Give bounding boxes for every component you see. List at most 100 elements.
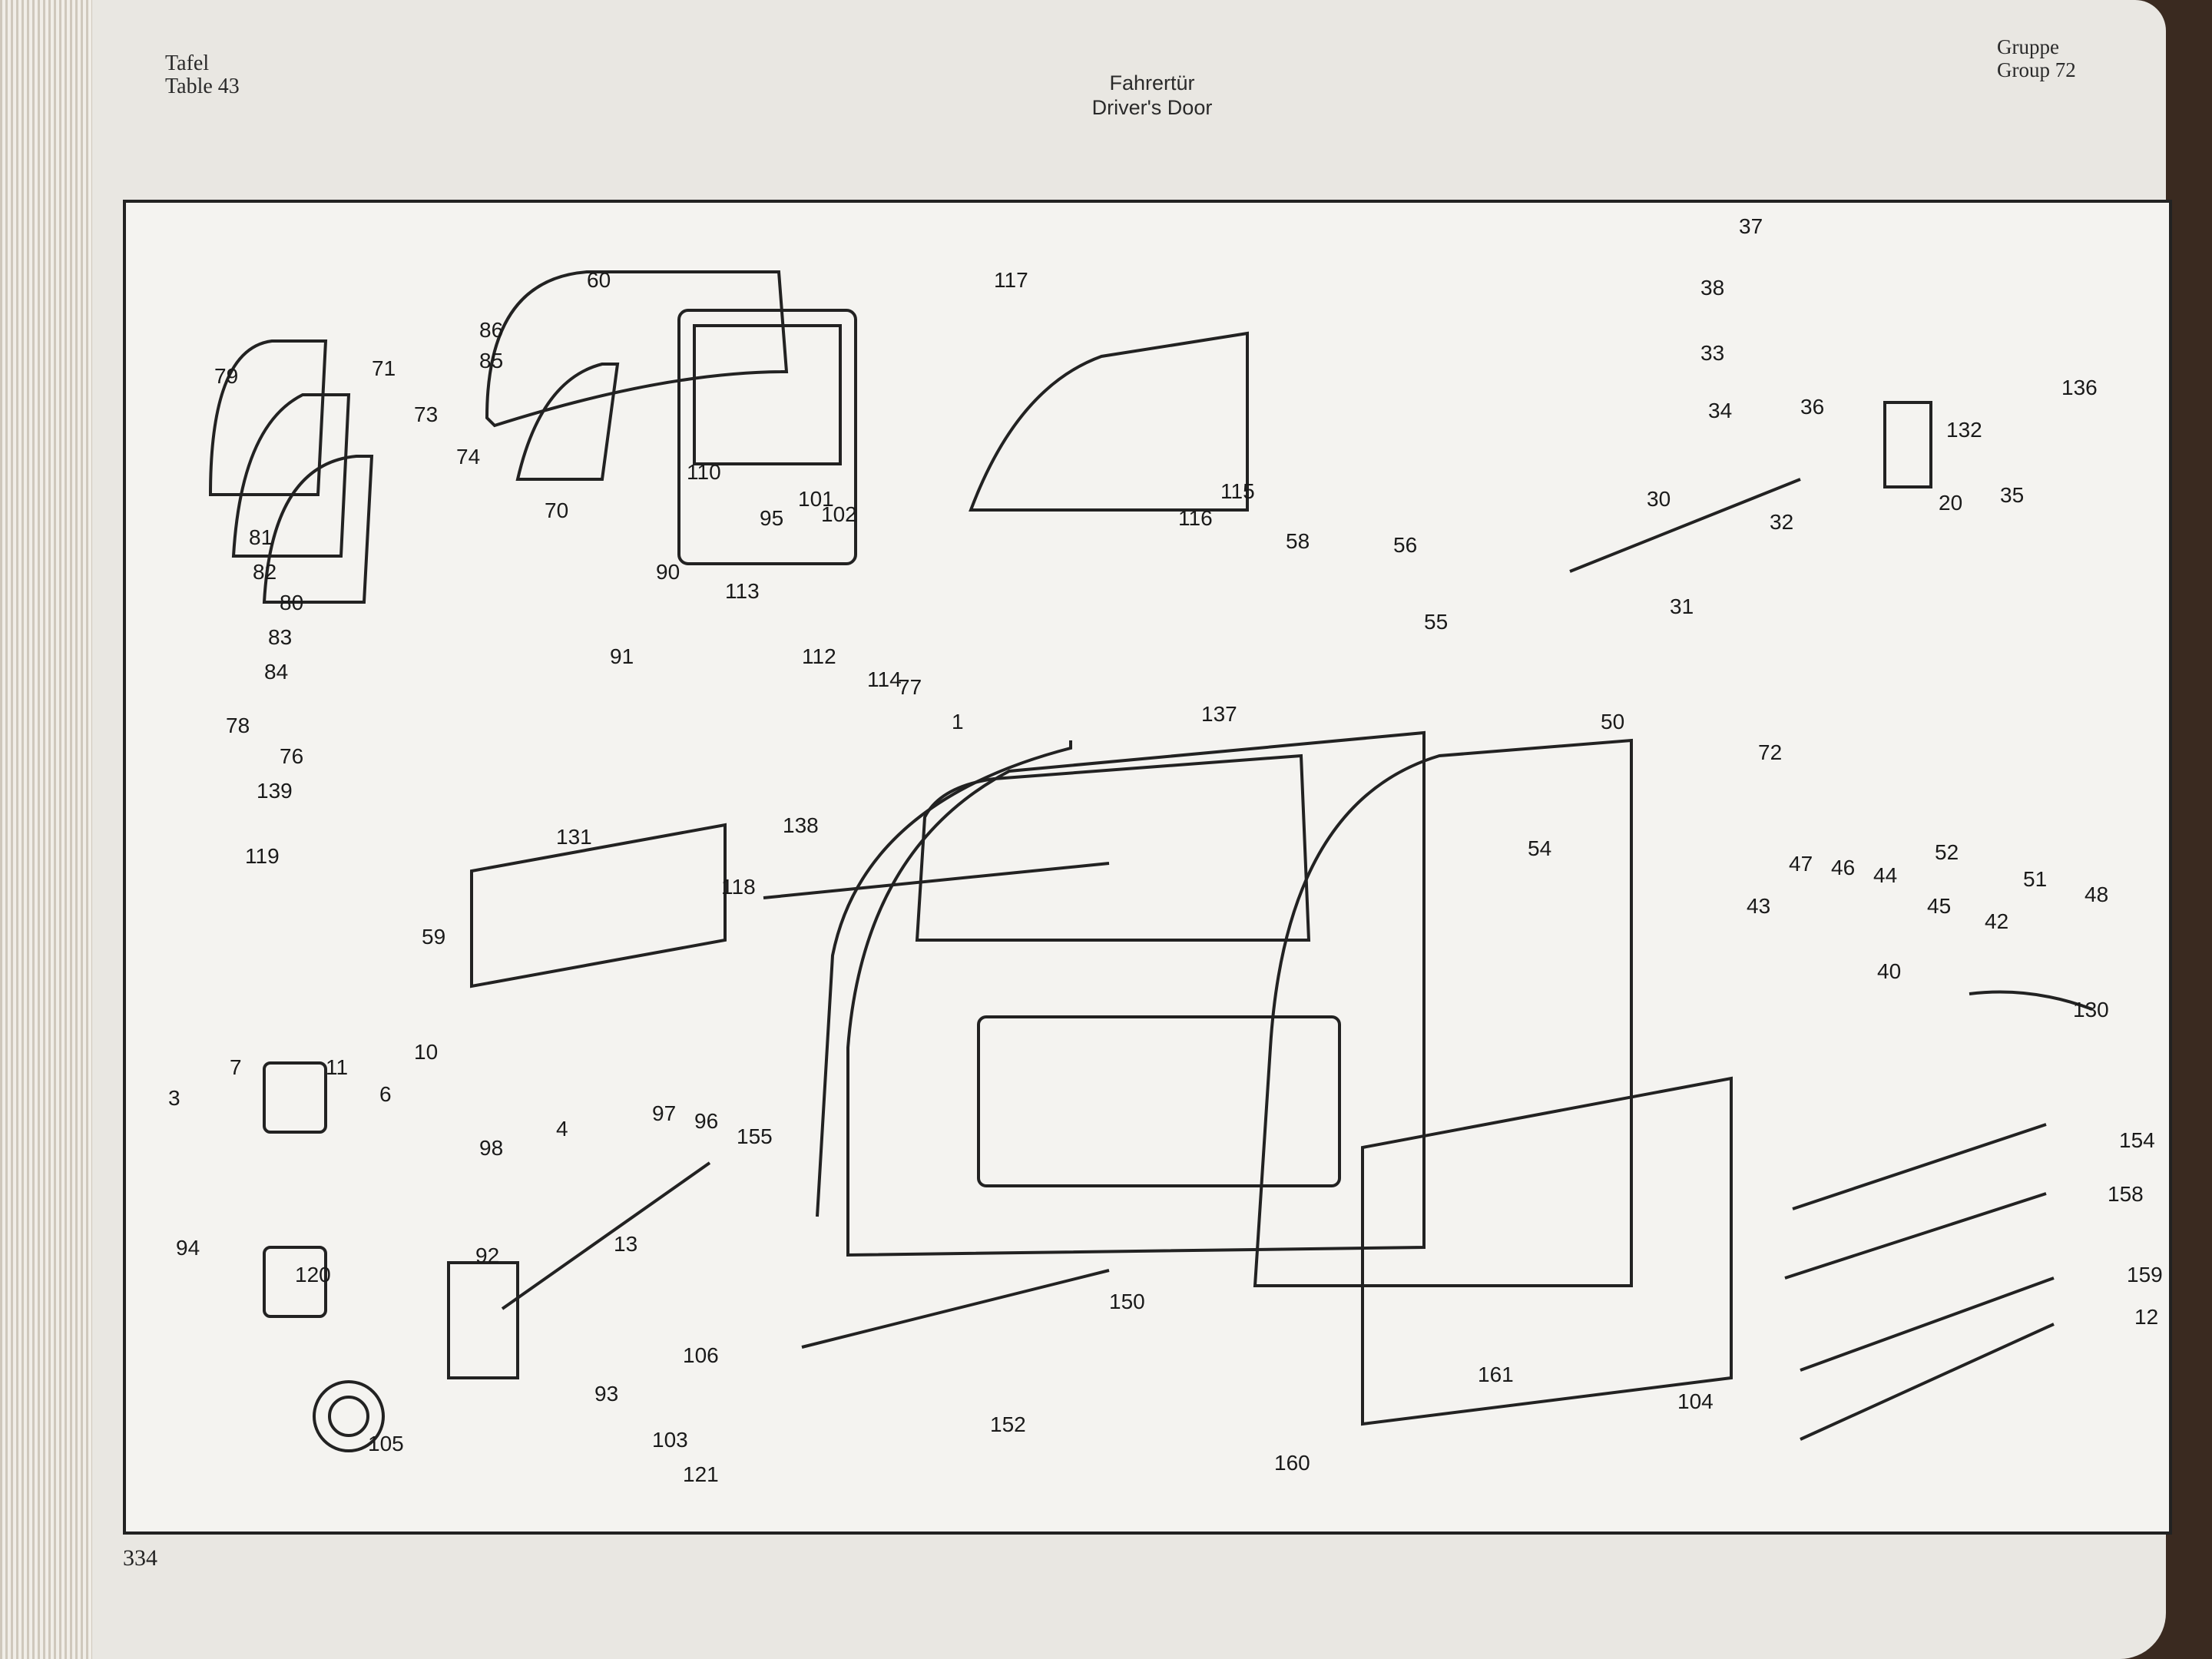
part-label: 79 [214,364,238,388]
part-label: 60 [587,268,611,292]
part-label: 121 [683,1462,719,1486]
part-label: 116 [1178,506,1213,530]
callout-labels: 37 38 33 34 36 136 132 20 35 117 60 86 8… [168,214,2163,1486]
tafel-label: Tafel [165,51,210,75]
part-label: 138 [783,813,819,837]
rail-130 [763,862,1110,899]
part-label: 80 [280,591,303,614]
page-number: 334 [123,1545,157,1571]
door-trim-panel-150 [1361,1076,1733,1426]
part-label: 158 [2108,1182,2144,1206]
part-label: 137 [1201,702,1237,726]
window-seal-60 [485,270,789,428]
title-english: Driver's Door [1091,96,1213,119]
part-label: 44 [1873,863,1897,887]
part-label: 160 [1274,1451,1310,1475]
trim-strip-155 [1792,1123,2047,1210]
part-label: 10 [414,1040,438,1064]
sound-insulation-118 [470,823,727,988]
part-label: 154 [2119,1128,2155,1152]
part-label: 119 [245,844,280,868]
door-seal-139 [816,740,1072,1217]
part-label: 50 [1601,710,1624,733]
table-label: Table [165,75,213,98]
trim-strip-158 [1800,1277,2055,1372]
part-label: 104 [1677,1389,1714,1413]
part-label: 85 [479,349,503,373]
part-label: 152 [990,1412,1026,1436]
part-label: 76 [280,744,303,768]
part-label: 117 [994,268,1028,292]
part-label: 3 [168,1086,180,1110]
part-label: 1 [952,710,964,733]
part-label: 90 [656,560,680,584]
vent-frame-70 [515,363,620,481]
part-label: 97 [652,1101,676,1125]
part-label: 55 [1424,610,1448,634]
part-label: 33 [1700,341,1724,365]
window-pane [693,324,842,465]
part-label: 102 [821,502,857,526]
rail-120 [801,1269,1110,1349]
exploded-parts-diagram: 37 38 33 34 36 136 132 20 35 117 60 86 8… [168,214,2163,1486]
part-label: 105 [368,1432,404,1455]
part-label: 83 [268,625,292,649]
trim-strip-159 [1800,1323,2055,1441]
part-label: 159 [2127,1263,2163,1286]
part-label: 54 [1528,836,1551,860]
page-stack-edge [0,0,92,1659]
part-label: 161 [1478,1363,1514,1386]
part-label: 98 [479,1136,503,1160]
part-label: 43 [1747,894,1770,918]
part-label: 73 [414,402,438,426]
vent-window-frame-71 [208,339,328,496]
part-label: 35 [2000,483,2024,507]
door-lock-7 [263,1061,327,1134]
part-label: 30 [1647,487,1671,511]
part-label: 103 [652,1428,688,1452]
linkage-rod-30 [1569,478,1801,573]
part-label: 4 [556,1117,568,1141]
part-label: 106 [683,1343,719,1367]
part-label: 36 [1800,395,1824,419]
part-label: 91 [610,644,634,668]
group-caption: Gruppe Group 72 [1997,35,2076,81]
part-label: 37 [1739,214,1763,238]
outer-handle-40 [1969,990,2093,1011]
part-label: 115 [1220,479,1255,503]
vent-glass-74 [262,455,374,604]
part-label: 130 [2073,998,2109,1022]
part-label: 51 [2023,867,2047,891]
gruppe-label: Gruppe [1997,35,2059,58]
door-lock-13 [263,1246,327,1318]
part-label: 58 [1286,529,1310,553]
part-label: 118 [721,875,756,899]
part-label: 47 [1789,852,1813,876]
part-label: 139 [257,779,293,803]
group-number: 72 [2055,58,2076,81]
part-label: 32 [1770,510,1793,534]
door-inner-opening [977,1015,1341,1187]
quarter-glass-115 [969,331,1249,512]
page-title: Fahrertür Driver's Door [968,71,1336,120]
part-label: 93 [594,1382,618,1406]
part-label: 131 [556,825,592,849]
part-label: 84 [264,660,288,684]
part-label: 46 [1831,856,1855,879]
diagram-frame: 37 38 33 34 36 136 132 20 35 117 60 86 8… [123,200,2172,1535]
part-label: 31 [1670,594,1694,618]
part-label: 11 [326,1055,348,1079]
part-label: 155 [737,1124,773,1148]
part-label: 81 [249,525,273,549]
part-label: 110 [687,460,721,484]
regulator-spring-93 [313,1380,385,1452]
vent-window-frame-73 [231,393,351,558]
part-label: 52 [1935,840,1959,864]
part-label: 70 [545,498,568,522]
trim-strip-154 [1784,1192,2047,1280]
part-label: 6 [379,1082,392,1106]
part-label: 48 [2085,882,2108,906]
part-label: 114 [867,667,902,691]
group-label: Group [1997,58,2050,81]
